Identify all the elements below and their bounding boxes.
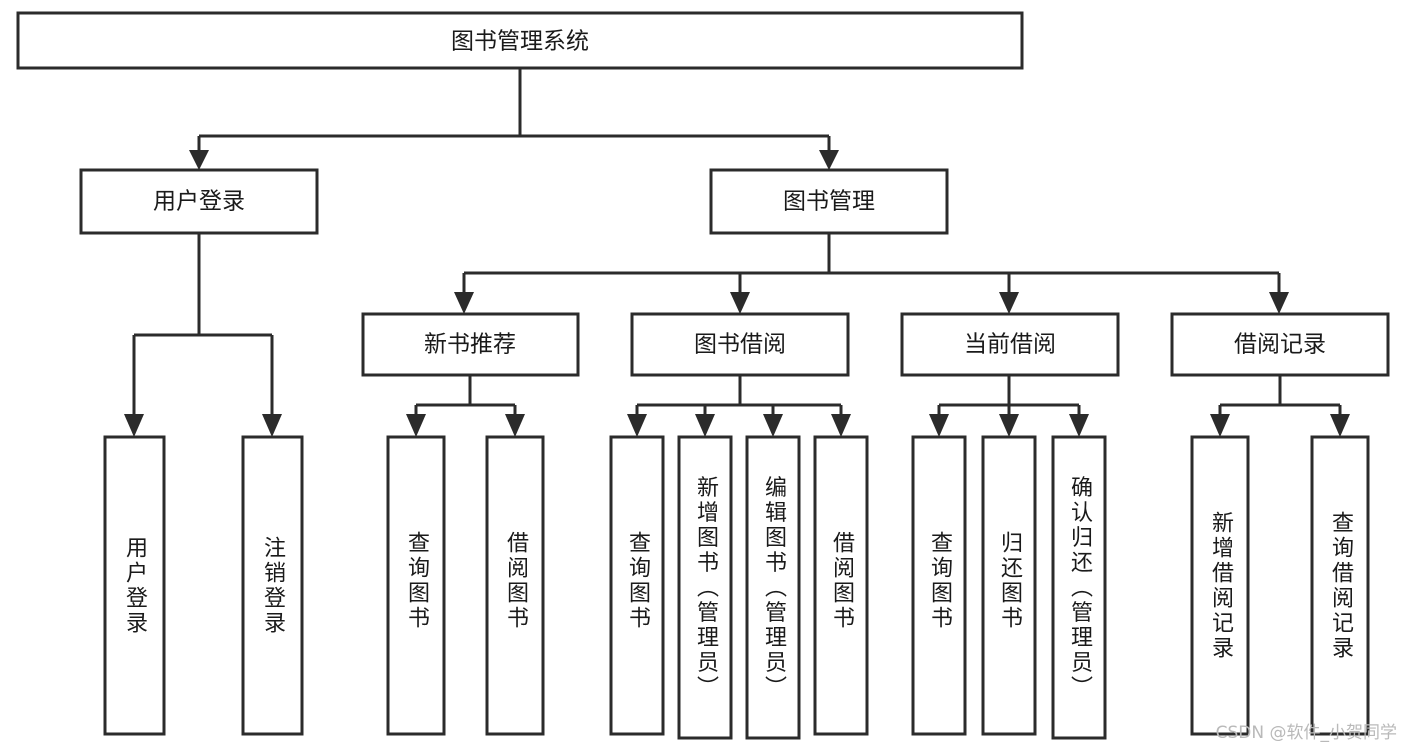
node-leaf-logout[interactable]: 注销登录: [241, 435, 304, 736]
arrow-borrow-record-leaves: [1210, 414, 1350, 437]
node-current-borrow[interactable]: 当前借阅: [900, 312, 1120, 377]
arrow-book-manage-to-borrow-record: [1269, 292, 1289, 314]
node-borrow-record[interactable]: 借阅记录: [1170, 312, 1390, 377]
node-leaf-borrow-book-bor[interactable]: 借阅图书: [813, 435, 869, 736]
node-leaf-logout-label: 注销登录: [260, 536, 286, 636]
node-new-book-recommend-label: 新书推荐: [424, 332, 516, 358]
connector-group-new-book-recommend: [414, 375, 517, 419]
node-leaf-query-book-bor[interactable]: 查询图书: [609, 435, 665, 736]
node-leaf-edit-book-admin-label: 编辑图书（管理员）: [761, 476, 787, 701]
arrow-root-to-book-manage: [819, 150, 839, 170]
node-leaf-return-book-label: 归还图书: [997, 531, 1023, 631]
node-leaf-add-book-admin[interactable]: 新增图书（管理员）: [677, 435, 733, 740]
node-leaf-query-book-cur-label: 查询图书: [927, 531, 953, 631]
node-leaf-borrow-book-rec[interactable]: 借阅图书: [485, 435, 545, 736]
node-leaf-borrow-book-rec-label: 借阅图书: [503, 531, 529, 631]
arrow-book-manage-to-new-book-recommend: [454, 292, 474, 314]
node-leaf-query-book-bor-label: 查询图书: [625, 531, 651, 631]
arrow-user-login-to-leaf2: [262, 414, 282, 437]
connector-group-borrow-record: [1218, 375, 1342, 419]
node-new-book-recommend[interactable]: 新书推荐: [361, 312, 580, 377]
node-leaf-add-borrow-record[interactable]: 新增借阅记录: [1190, 435, 1250, 736]
node-leaf-query-borrow-rec-label: 查询借阅记录: [1328, 511, 1354, 661]
arrow-root-to-user-login: [189, 150, 209, 170]
node-leaf-edit-book-admin[interactable]: 编辑图书（管理员）: [745, 435, 801, 740]
node-leaf-add-borrow-record-label: 新增借阅记录: [1208, 511, 1234, 661]
node-leaf-query-book-rec[interactable]: 查询图书: [386, 435, 446, 736]
node-leaf-query-borrow-rec[interactable]: 查询借阅记录: [1310, 435, 1370, 736]
node-leaf-return-book[interactable]: 归还图书: [981, 435, 1037, 736]
connector-group-current-borrow: [937, 375, 1081, 419]
node-book-borrow[interactable]: 图书借阅: [630, 312, 850, 377]
node-leaf-query-book-cur[interactable]: 查询图书: [911, 435, 967, 736]
connector-group-book-borrow: [635, 375, 843, 419]
node-root-label: 图书管理系统: [451, 29, 589, 55]
node-leaf-user-login-label: 用户登录: [122, 536, 148, 636]
node-leaf-query-book-rec-label: 查询图书: [404, 531, 430, 631]
node-leaf-borrow-book-bor-label: 借阅图书: [829, 531, 855, 631]
connector-group-user-login: [132, 233, 274, 419]
csdn-watermark: CSDN @软件_小贺同学: [1215, 723, 1397, 743]
arrow-book-manage-to-current-borrow: [999, 292, 1019, 314]
node-leaf-add-book-admin-label: 新增图书（管理员）: [693, 476, 719, 701]
node-leaf-confirm-return[interactable]: 确认归还（管理员）: [1051, 435, 1107, 740]
connector-group-book-manage: [462, 233, 1281, 297]
node-user-login[interactable]: 用户登录: [79, 168, 319, 235]
arrow-new-book-recommend-leaves: [406, 414, 525, 437]
node-book-manage-label: 图书管理: [783, 189, 875, 215]
node-book-manage[interactable]: 图书管理: [709, 168, 949, 235]
node-root[interactable]: 图书管理系统: [16, 11, 1024, 70]
arrow-user-login-to-leaf1: [124, 414, 144, 437]
arrow-current-borrow-leaves: [929, 414, 1089, 437]
arrow-book-borrow-leaves: [627, 414, 851, 437]
node-borrow-record-label: 借阅记录: [1234, 332, 1326, 358]
node-current-borrow-label: 当前借阅: [964, 332, 1056, 358]
connector-group-root: [197, 68, 831, 155]
arrow-book-manage-to-book-borrow: [730, 292, 750, 314]
node-user-login-label: 用户登录: [153, 189, 245, 215]
node-leaf-user-login[interactable]: 用户登录: [103, 435, 166, 736]
node-leaf-confirm-return-label: 确认归还（管理员）: [1067, 476, 1093, 701]
node-book-borrow-label: 图书借阅: [694, 332, 786, 358]
